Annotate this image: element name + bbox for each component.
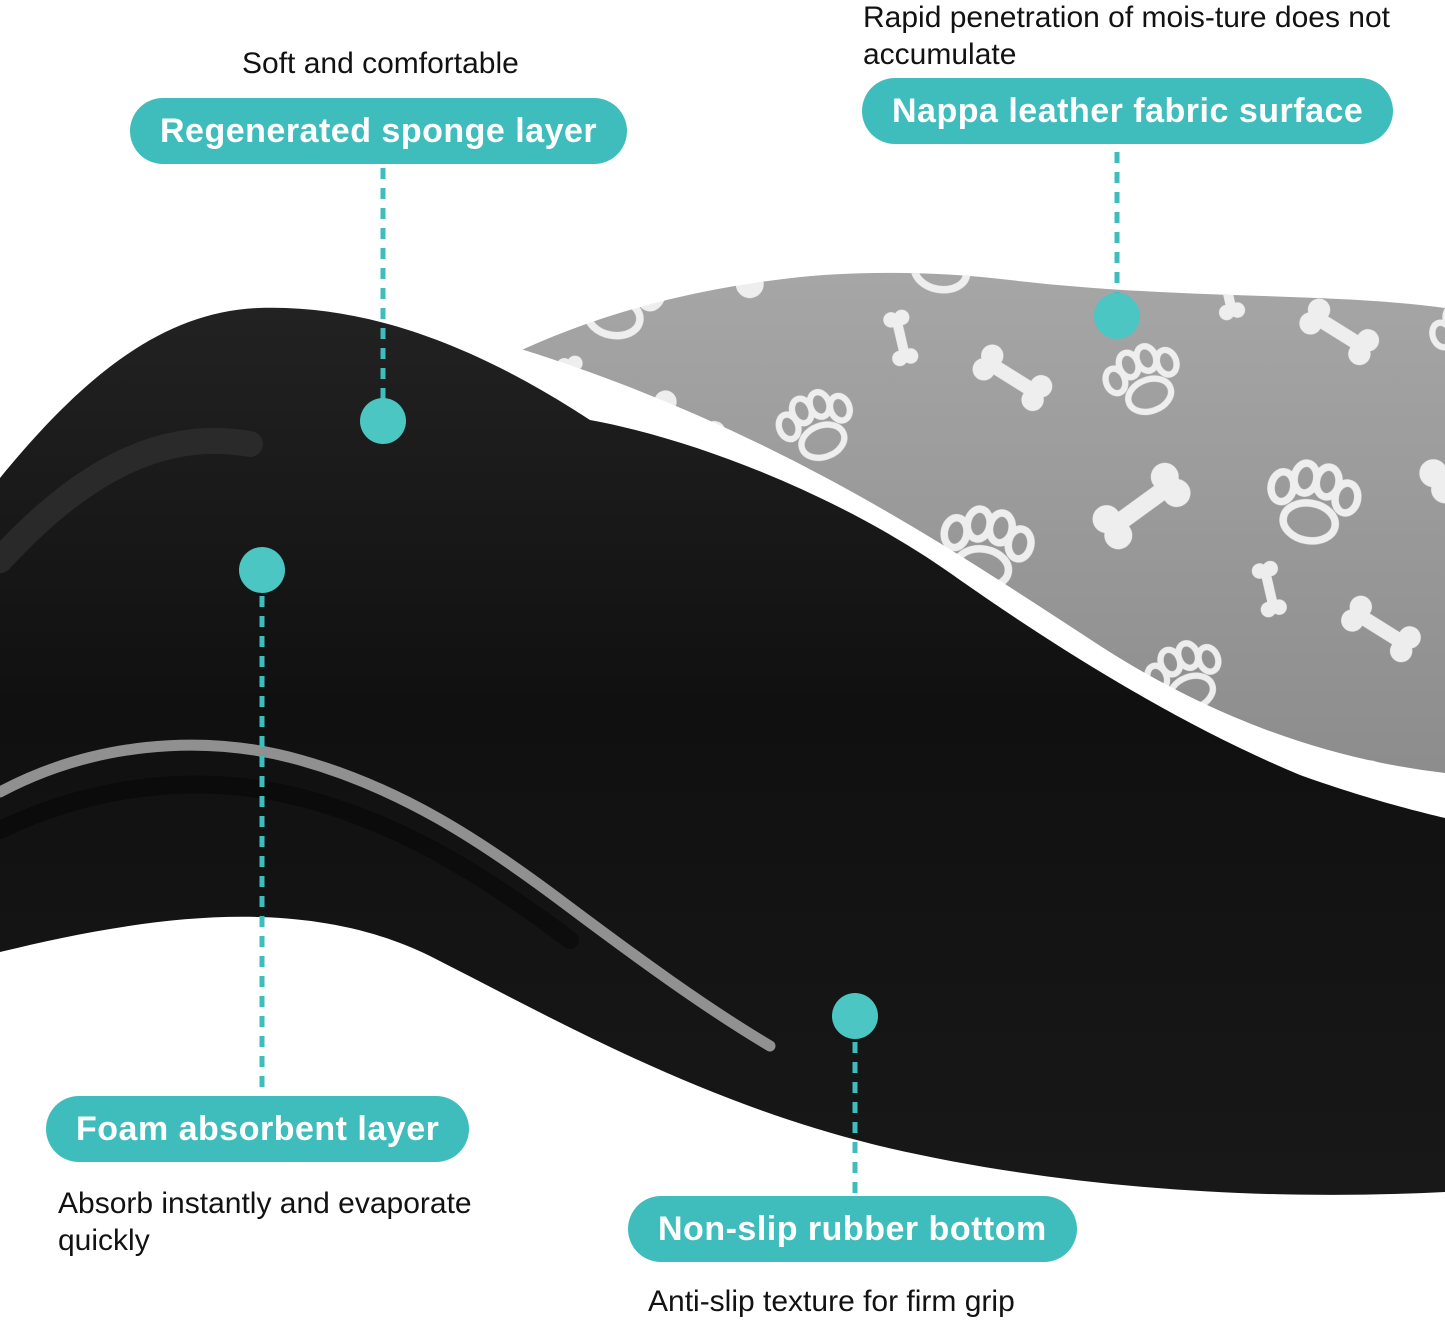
foam-shading-arc	[0, 427, 263, 573]
label-nappa-leather-fabric-surface: Nappa leather fabric surface	[862, 78, 1394, 144]
marker-dot-sponge	[360, 398, 406, 444]
leader-line-foam	[259, 596, 265, 1094]
rubber-layer-shadow	[0, 775, 579, 949]
label-regenerated-sponge-layer: Regenerated sponge layer	[130, 98, 628, 164]
sponge-foam-body	[0, 307, 1445, 1195]
note-soft-comfortable: Soft and comfortable	[242, 47, 519, 80]
label-foam-absorbent-layer: Foam absorbent layer	[46, 1096, 470, 1162]
marker-dot-fabric	[1094, 293, 1140, 339]
note-rapid-penetration: Rapid penetration of mois-ture does not …	[863, 1, 1390, 71]
fabric-edge-trim	[491, 343, 1445, 791]
label-non-slip-rubber-bottom: Non-slip rubber bottom	[628, 1196, 1077, 1262]
marker-dot-foam	[239, 547, 285, 593]
leader-line-sponge	[380, 168, 386, 402]
marker-dot-rubber	[832, 993, 878, 1039]
leader-line-fabric	[1114, 152, 1120, 298]
note-anti-slip-texture: Anti-slip texture for firm grip	[648, 1285, 1015, 1318]
rubber-layer-stripe	[0, 739, 776, 1052]
note-absorb-instantly: Absorb instantly and evaporate quickly	[58, 1187, 472, 1257]
leader-line-rubber	[852, 1042, 858, 1196]
fabric-pattern	[500, 272, 1445, 782]
fabric-edge-trim-top	[498, 259, 852, 357]
